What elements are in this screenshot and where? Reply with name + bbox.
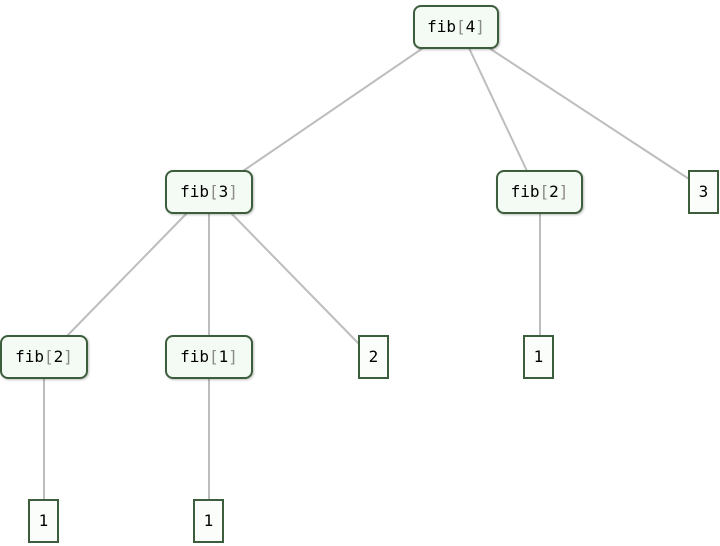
node-fib-4-fn: fib (427, 17, 456, 36)
node-fib-2-left-open: [ (43, 347, 54, 366)
node-fib-2-right-arg: 2 (549, 182, 559, 201)
node-fib-1-close: ] (228, 347, 238, 366)
leaf-2-value: 2 (368, 347, 379, 366)
leaf-1-left: 1 (28, 499, 59, 543)
node-fib-2-left-fn: fib (15, 347, 44, 366)
node-fib-3-fn: fib (180, 182, 209, 201)
node-fib-4-arg: 4 (465, 17, 476, 36)
node-fib-2-right-open: [ (539, 182, 550, 201)
leaf-1-right: 1 (523, 335, 554, 379)
leaf-1-mid-value: 1 (203, 511, 214, 530)
node-fib-4-close: ] (475, 17, 485, 36)
node-fib-1-arg: 1 (218, 347, 229, 366)
leaf-3-value: 3 (698, 182, 709, 201)
node-fib-3-arg: 3 (218, 182, 229, 201)
node-fib-1-fn: fib (180, 347, 209, 366)
node-fib-2-right-fn: fib (510, 182, 540, 201)
node-fib-1: fib[1] (165, 335, 253, 379)
node-fib-2-left-close: ] (63, 347, 73, 366)
leaf-1-mid: 1 (193, 499, 224, 543)
node-fib-1-open: [ (208, 347, 219, 366)
edge-fib4-fib2 (468, 47, 528, 172)
node-fib-4-open: [ (455, 17, 466, 36)
leaf-2: 2 (358, 335, 389, 379)
leaf-3: 3 (688, 170, 719, 214)
edge-fib4-fib3 (242, 47, 424, 172)
leaf-1-right-value: 1 (533, 347, 544, 366)
edge-fib3-2 (230, 212, 360, 345)
node-fib-2-right-close: ] (558, 182, 569, 201)
node-fib-2-left: fib[2] (0, 335, 88, 379)
node-fib-3-open: [ (208, 182, 219, 201)
edge-fib4-3 (488, 47, 690, 180)
node-fib-3: fib[3] (165, 170, 253, 214)
leaf-1-left-value: 1 (38, 511, 49, 530)
node-fib-2-left-arg: 2 (53, 347, 64, 366)
node-fib-4: fib[4] (413, 5, 499, 49)
edge-fib3-fib2 (66, 212, 188, 337)
node-fib-2-right: fib[2] (496, 170, 583, 214)
node-fib-3-close: ] (228, 182, 238, 201)
